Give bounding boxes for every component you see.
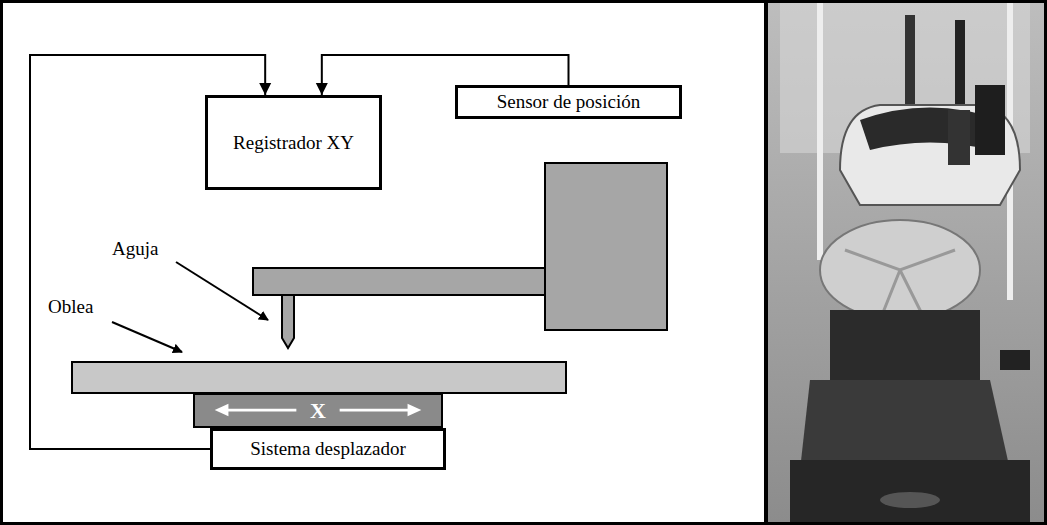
node-text: Sensor de posición <box>497 91 641 113</box>
stage-block: X <box>193 393 443 428</box>
actuator-box: Sistema desplazador <box>210 428 446 470</box>
part-label: Aguja <box>112 238 158 260</box>
recorder-box: Registrador XY <box>205 95 382 190</box>
node-text: Sistema desplazador <box>250 438 406 460</box>
sensor-box: Sensor de posición <box>455 85 682 119</box>
node-text: X <box>306 398 330 424</box>
node-text: Registrador XY <box>233 132 354 154</box>
part-label: Oblea <box>48 296 93 318</box>
